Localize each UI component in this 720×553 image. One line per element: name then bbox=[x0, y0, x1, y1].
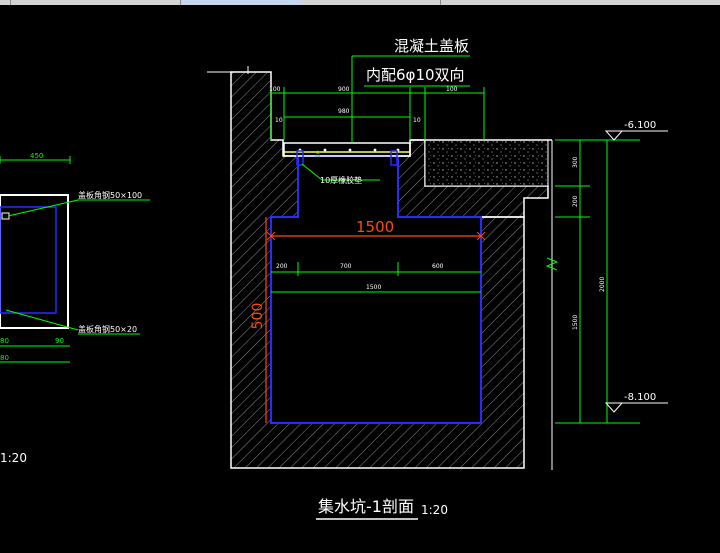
red-width-label: 1500 bbox=[356, 218, 394, 236]
cover-rebar-label: 内配6φ10双向 bbox=[366, 66, 465, 84]
gravel-backfill bbox=[424, 139, 549, 187]
cover-material-label: 混凝土盖板 bbox=[394, 37, 469, 55]
cover-plate bbox=[283, 142, 411, 166]
left-detail: 450 盖板角钢50×100 盖板角钢50×20 90 80 80 1:20 bbox=[0, 152, 150, 465]
dim-right-2000: 2000 bbox=[599, 277, 606, 292]
inner-dimensions: 200 700 600 1500 bbox=[271, 262, 481, 293]
right-dimensions: 300 200 1500 2000 bbox=[555, 139, 640, 424]
drawing-title: 集水坑-1剖面 bbox=[318, 497, 414, 516]
dim-top-mid: 900 bbox=[338, 86, 350, 93]
dim-right-1500: 1500 bbox=[572, 315, 579, 330]
dim-row-c: 600 bbox=[432, 263, 444, 270]
cover-callouts: 混凝土盖板 内配6φ10双向 10厚橡胶垫 10 bbox=[301, 37, 470, 185]
elevation-markers: -6.100 -8.100 bbox=[604, 120, 668, 413]
dim-cover-width: 980 bbox=[338, 108, 350, 115]
plan-outline bbox=[0, 194, 69, 329]
red-dimensions: 1500 500 bbox=[250, 217, 486, 423]
dim-right-200: 200 bbox=[572, 195, 579, 207]
pit-concrete-body bbox=[207, 66, 559, 470]
elevation-top: -6.100 bbox=[624, 120, 656, 131]
drawing-title-block: 集水坑-1剖面 1:20 bbox=[316, 497, 448, 520]
dim-top-left: 100 bbox=[269, 86, 281, 93]
angle-steel-label-2: 盖板角钢50×20 bbox=[78, 324, 137, 334]
dim-right-300: 300 bbox=[572, 156, 579, 168]
rubber-pad-label: 10厚橡胶垫 bbox=[320, 175, 362, 185]
toolbar-segment[interactable] bbox=[440, 0, 501, 5]
top-dimensions: 100 900 100 980 10 10 bbox=[269, 86, 485, 140]
dim-side-10b: 10 bbox=[413, 117, 421, 124]
left-scale-label: 1:20 bbox=[0, 451, 27, 465]
dim-side-10a: 10 bbox=[275, 117, 283, 124]
drawing-scale: 1:20 bbox=[421, 503, 448, 517]
pad-10-label: 10 bbox=[315, 150, 322, 158]
dim-row-total: 1500 bbox=[366, 284, 381, 291]
dim-row-a: 200 bbox=[276, 263, 288, 270]
toolbar-segment[interactable] bbox=[10, 0, 171, 5]
angle-steel-label-1: 盖板角钢50×100 bbox=[78, 190, 142, 200]
elevation-bottom: -8.100 bbox=[624, 392, 656, 403]
toolbar-segment-active[interactable] bbox=[180, 0, 301, 5]
dim-90-label: 90 bbox=[55, 337, 64, 345]
cover-slab bbox=[283, 142, 411, 157]
dim-80b-label: 80 bbox=[0, 354, 9, 362]
dim-80a-label: 80 bbox=[0, 337, 9, 345]
angle-marker bbox=[1, 212, 10, 220]
dim-top-right: 100 bbox=[446, 86, 458, 93]
plan-inner-outline bbox=[0, 206, 57, 314]
red-height-label: 500 bbox=[250, 303, 266, 330]
dim-450-label: 450 bbox=[30, 152, 43, 160]
pit-cavity-outline bbox=[270, 155, 482, 424]
window-top-bar bbox=[0, 0, 720, 5]
dim-row-b: 700 bbox=[340, 263, 352, 270]
